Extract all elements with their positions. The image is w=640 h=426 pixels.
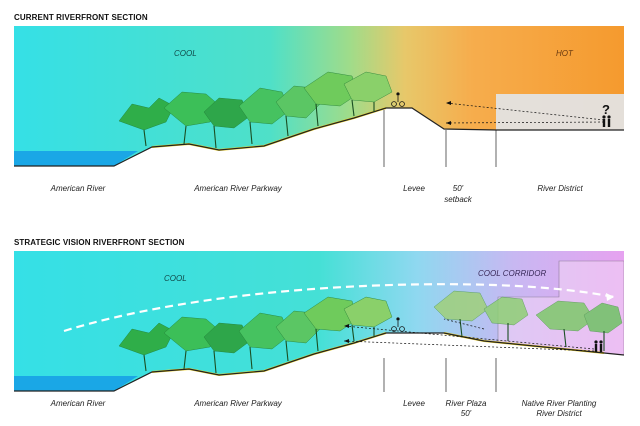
cool-corridor-arrowhead	[606, 293, 614, 301]
district-pedestrians-icon	[594, 340, 603, 352]
question-mark: ?	[602, 102, 610, 117]
levee-cyclists-icon	[391, 92, 405, 107]
label-parkway: American River Parkway	[194, 184, 282, 193]
strategic-section-heading: STRATEGIC VISION RIVERFRONT SECTION	[14, 238, 185, 247]
connection-arrows	[343, 318, 595, 352]
parkway-trees	[118, 71, 393, 131]
sightline-arrowheads	[446, 101, 451, 125]
tree-trunks	[143, 99, 375, 149]
label-levee: Levee	[403, 184, 425, 193]
label-setback-sub: setback	[444, 195, 472, 204]
label-river-plaza-sub: 50'	[460, 409, 472, 418]
ground-section	[14, 108, 624, 176]
strategic-section-panel: COOL COOL CORRIDOR	[14, 251, 624, 401]
label-native-planting: Native River Planting	[521, 399, 597, 408]
label-river-district: River District	[537, 184, 583, 193]
strategic-section-diagram: COOL COOL CORRIDOR	[14, 251, 624, 401]
river-district-building	[496, 94, 624, 130]
label-levee: Levee	[403, 399, 425, 408]
label-river-district: River District	[536, 409, 582, 418]
section-profile-line	[14, 107, 624, 167]
sightline-arrows	[445, 102, 605, 124]
river-water	[14, 376, 138, 391]
section-profile-line	[14, 332, 624, 392]
plaza-trees	[433, 290, 623, 334]
connection-arrowheads	[344, 324, 349, 343]
current-section-panel: COOL HOT ?	[14, 26, 624, 176]
levee-cyclists-icon	[391, 317, 405, 332]
zone-cool-label: COOL	[174, 49, 197, 58]
label-river-plaza: River Plaza	[445, 399, 487, 408]
river-water	[14, 151, 138, 166]
current-section-diagram: COOL HOT ?	[14, 26, 624, 176]
current-section-heading: CURRENT RIVERFRONT SECTION	[14, 13, 148, 22]
label-parkway: American River Parkway	[194, 399, 282, 408]
label-american-river: American River	[50, 184, 106, 193]
zone-cool-label: COOL	[164, 274, 187, 283]
label-american-river: American River	[50, 399, 106, 408]
ground-section	[14, 333, 624, 401]
tree-trunks	[143, 318, 605, 374]
district-pedestrians-icon	[602, 115, 611, 127]
cool-corridor-arc	[63, 283, 615, 333]
zone-hot-label: HOT	[556, 49, 574, 58]
label-setback: 50'	[452, 184, 464, 193]
zone-cool-corridor-label: COOL CORRIDOR	[478, 269, 547, 278]
